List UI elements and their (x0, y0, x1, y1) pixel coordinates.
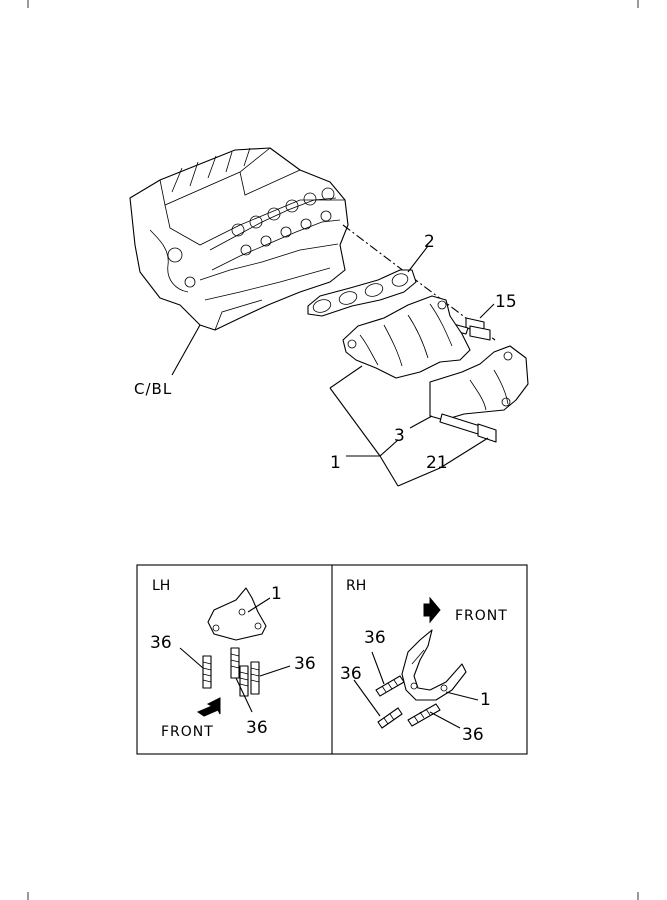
leader-15 (479, 303, 495, 319)
rh-stud-lower-left (377, 707, 403, 729)
rh-manifold (401, 629, 467, 701)
callout-3: 3 (394, 426, 405, 446)
lh-stud-c: 36 (246, 718, 268, 738)
crop-marks (27, 0, 639, 900)
callout-1: 1 (330, 453, 341, 473)
callout-15: 15 (495, 292, 517, 312)
lh-stud-a: 36 (150, 633, 172, 653)
gasket-drawing (307, 269, 417, 317)
engine-block-drawing (129, 147, 349, 331)
rh-stud-c: 36 (462, 725, 484, 745)
lh-stud-left (202, 655, 212, 689)
lh-panel: LH 1 36 36 36 FRONT (150, 578, 316, 740)
rh-stud-lower-right (407, 703, 441, 727)
lh-stud-b: 36 (294, 654, 316, 674)
lh-flange (207, 587, 267, 641)
lh-front-label: FRONT (161, 724, 214, 740)
callout-bracket (329, 365, 489, 487)
rh-stud-a: 36 (364, 628, 386, 648)
rh-panel: RH FRONT 1 36 36 36 (340, 578, 508, 745)
rh-stud-upper (375, 675, 405, 697)
rh-front-label: FRONT (455, 608, 508, 624)
lh-part-label: 1 (271, 584, 282, 604)
callout-cbl: C/BL (134, 380, 172, 398)
lh-stud-middle (230, 647, 249, 697)
rh-part-label: 1 (480, 690, 491, 710)
rh-stud-b: 36 (340, 664, 362, 684)
callout-21: 21 (426, 453, 448, 473)
exhaust-manifold-drawing (342, 295, 471, 379)
lh-title: LH (152, 578, 170, 594)
lh-stud-right (250, 661, 260, 695)
rh-front-arrow-icon (423, 596, 441, 624)
rh-title: RH (346, 578, 366, 594)
leader-2 (407, 245, 429, 273)
bolt-21-drawing (439, 413, 497, 443)
callout-2: 2 (424, 232, 435, 252)
cbl-leader (171, 324, 201, 376)
lh-front-arrow-icon (196, 697, 221, 717)
